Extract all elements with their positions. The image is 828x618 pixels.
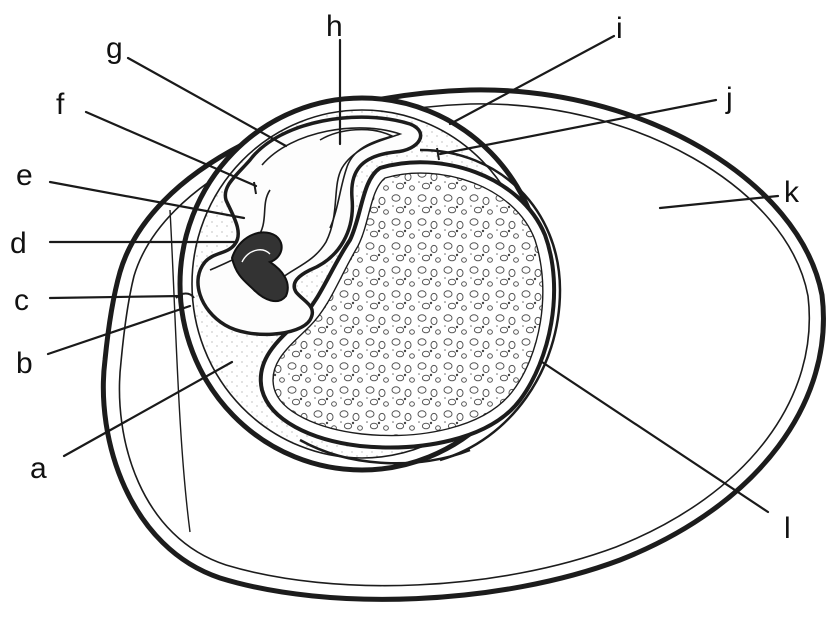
leader-b bbox=[48, 306, 190, 354]
label-c: c bbox=[14, 284, 29, 317]
label-h: h bbox=[326, 10, 343, 43]
label-j: j bbox=[725, 82, 733, 115]
label-k: k bbox=[784, 176, 800, 209]
label-f: f bbox=[56, 88, 65, 121]
leader-c bbox=[50, 296, 182, 298]
label-g: g bbox=[106, 32, 123, 65]
leader-l bbox=[542, 362, 768, 512]
label-d: d bbox=[10, 227, 27, 260]
leader-k bbox=[660, 196, 778, 208]
label-a: a bbox=[30, 452, 47, 485]
leader-a bbox=[64, 362, 232, 456]
label-i: i bbox=[616, 12, 623, 45]
label-l: l bbox=[784, 512, 791, 545]
leader-g bbox=[128, 58, 286, 146]
label-b: b bbox=[16, 347, 33, 380]
label-e: e bbox=[16, 159, 33, 192]
leader-i bbox=[450, 36, 614, 124]
